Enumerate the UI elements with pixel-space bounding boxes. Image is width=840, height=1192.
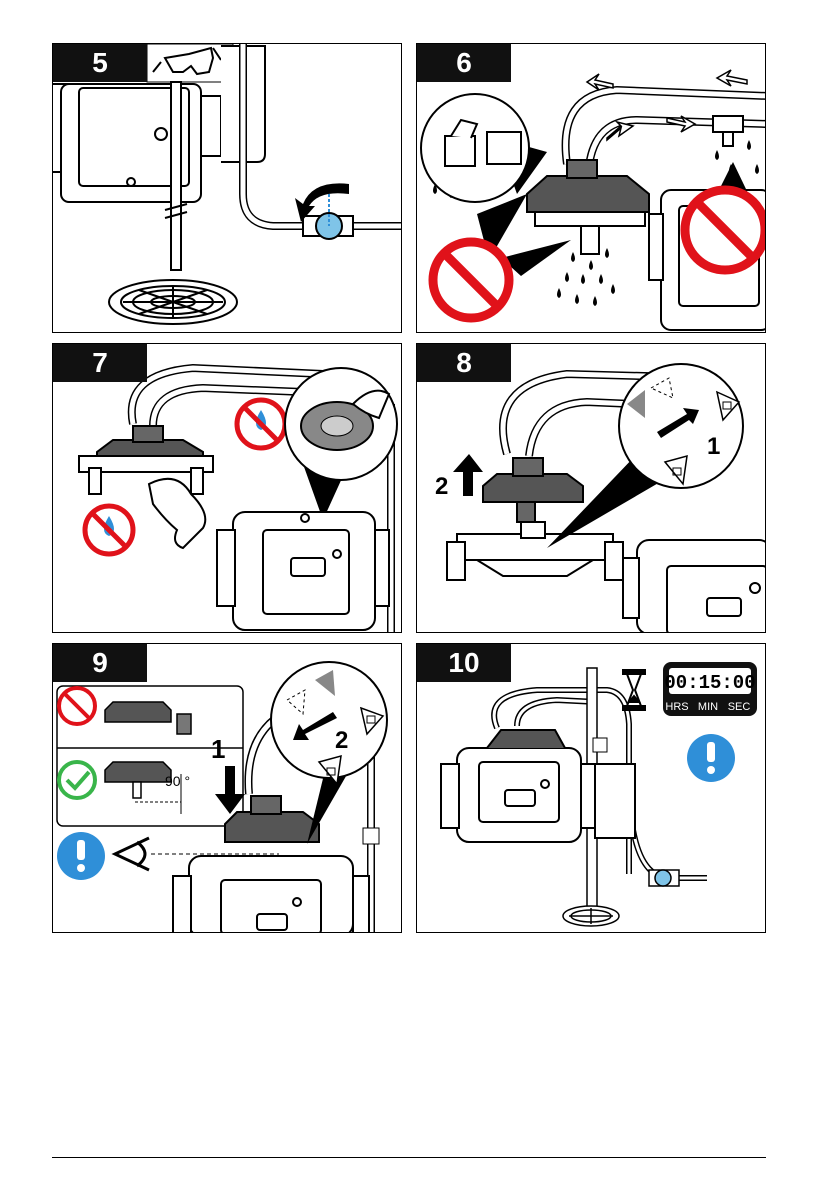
unlock-step-label: 1 [707,433,720,460]
step-10-panel: 10 [416,643,766,933]
floor-drain-icon [563,906,619,926]
step-9-number: 9 [53,644,147,682]
attention-icon [57,832,105,880]
no-water-icon [237,400,285,448]
step-9-illustration: 90 ° 1 [53,644,402,933]
attention-icon [687,734,735,782]
timer-min-label: MIN [698,701,718,713]
sensor-base [447,522,623,580]
timer-hrs-label: HRS [665,701,688,713]
lock-step-label: 2 [335,727,348,754]
up-arrow-icon [453,454,483,496]
sensor-cap [483,458,583,522]
no-water-icon [85,506,133,554]
angle-label: 90 ° [165,773,190,789]
correct-check-icon [59,762,95,798]
lower-step-label: 1 [211,734,225,764]
step-7-panel: 7 [52,343,402,633]
analyzer-housing [173,856,369,933]
analyzer-housing [217,512,389,630]
prohibited-icon [685,162,765,270]
step-6-illustration [417,44,766,333]
step-10-number: 10 [417,644,511,682]
step-8-panel: 8 2 [416,343,766,633]
timer-sec-label: SEC [728,701,751,713]
timer-display: 00:15:00 HRS MIN SEC [663,662,757,716]
step-8-illustration: 2 1 [417,344,766,633]
floor-drain-icon [109,280,237,324]
step-6-number: 6 [417,44,511,82]
step-5-illustration [53,44,402,333]
sensor-cap [79,426,213,494]
step-9-panel: 9 90 ° [52,643,402,933]
step-8-number: 8 [417,344,511,382]
analyzer-housing [623,540,766,633]
lift-step-label: 2 [435,473,448,500]
timer-value: 00:15:00 [664,672,755,694]
footer-rule [52,1157,766,1158]
prohibited-icon [59,688,95,724]
step-5-number: 5 [53,44,147,82]
step-10-illustration: 00:15:00 HRS MIN SEC [417,644,766,933]
eye-level-icon [115,838,149,870]
step-7-number: 7 [53,344,147,382]
step-5-panel: 5 [52,43,402,333]
sample-line [243,44,402,226]
step-7-illustration [53,344,402,633]
step-6-panel: 6 [416,43,766,333]
shutoff-valve [649,870,679,886]
sensor-cap [527,160,649,254]
